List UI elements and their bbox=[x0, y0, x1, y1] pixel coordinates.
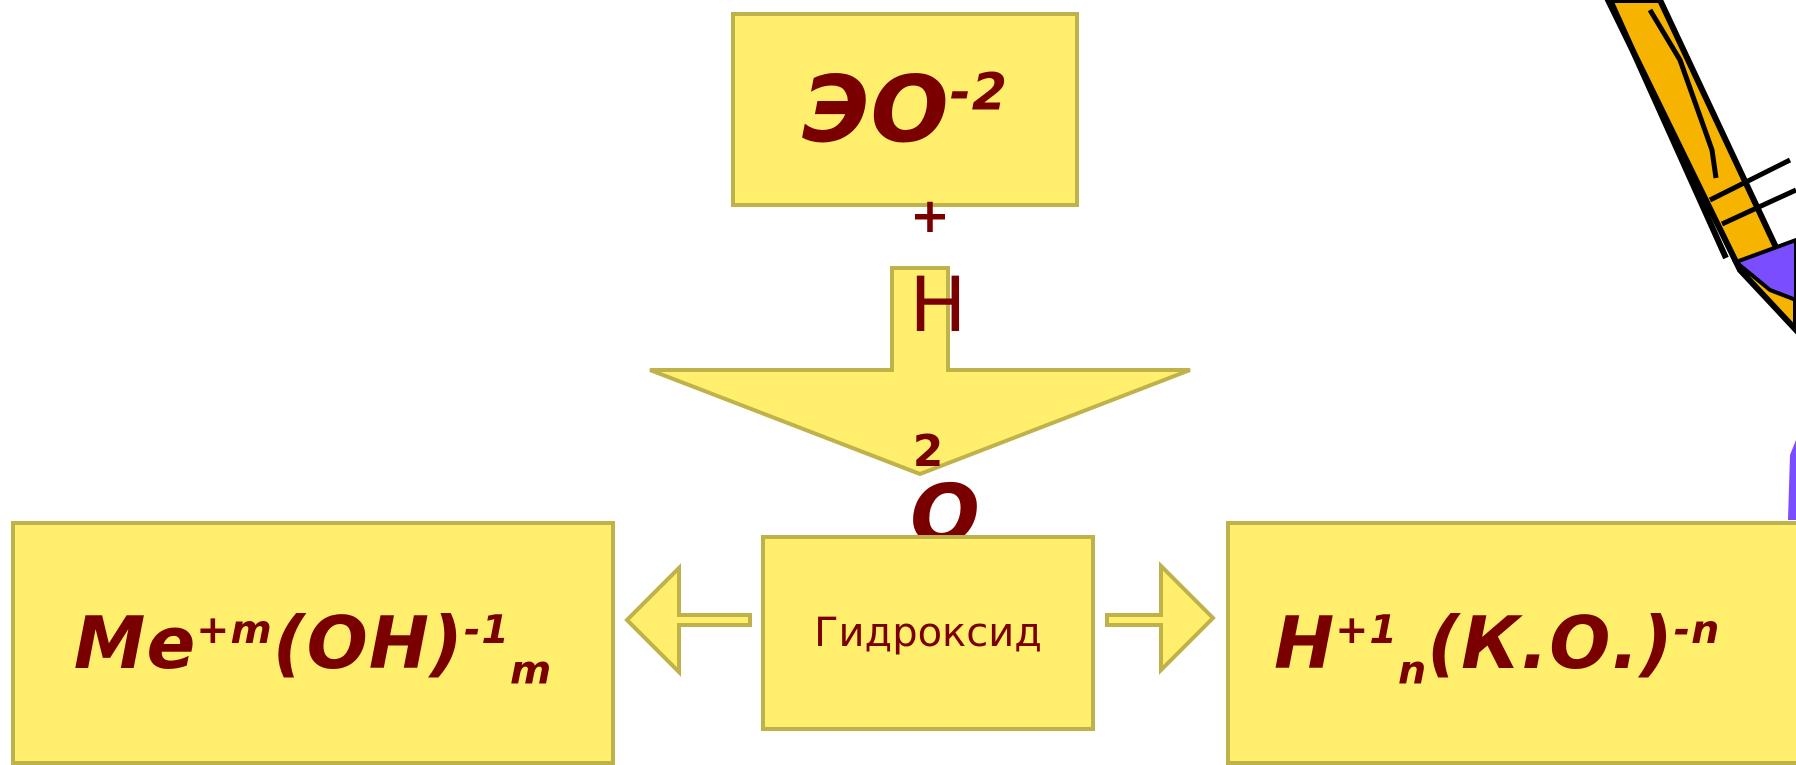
hydroxide-label: Гидроксид bbox=[814, 610, 1042, 656]
acid-residue-charge: -n bbox=[1673, 607, 1721, 653]
water-hydrogen: Н bbox=[909, 260, 967, 349]
left-arrow bbox=[624, 563, 752, 677]
acid-box: H+1n(К.О.)-n bbox=[1226, 521, 1796, 765]
base-metal-charge: +m bbox=[196, 607, 273, 653]
right-arrow bbox=[1105, 561, 1216, 675]
base-metal: Me bbox=[73, 601, 197, 685]
pencil-icon bbox=[1604, 0, 1796, 520]
oxide-formula: ЭО-2 bbox=[802, 56, 1008, 163]
oxide-base: ЭО bbox=[802, 56, 950, 163]
down-arrow bbox=[649, 266, 1191, 477]
base-box: Me+m(OH)-1m bbox=[11, 521, 615, 765]
hydroxide-box: Гидроксид bbox=[761, 535, 1095, 731]
acid-hydrogen: H bbox=[1274, 601, 1336, 685]
base-subscript: m bbox=[509, 647, 553, 694]
base-group-charge: -1 bbox=[463, 607, 510, 653]
base-group: (OH) bbox=[272, 601, 464, 685]
oxide-charge: -2 bbox=[949, 62, 1008, 122]
acid-hydrogen-charge: +1 bbox=[1335, 607, 1398, 653]
oxide-box: ЭО-2 bbox=[731, 12, 1079, 207]
acid-subscript: n bbox=[1397, 647, 1428, 694]
acid-residue: (К.О.) bbox=[1427, 601, 1674, 685]
plus-sign: + bbox=[909, 188, 951, 244]
base-formula: Me+m(OH)-1m bbox=[73, 601, 552, 690]
water-subscript: 2 bbox=[912, 426, 944, 477]
acid-formula: H+1n(К.О.)-n bbox=[1274, 601, 1721, 690]
